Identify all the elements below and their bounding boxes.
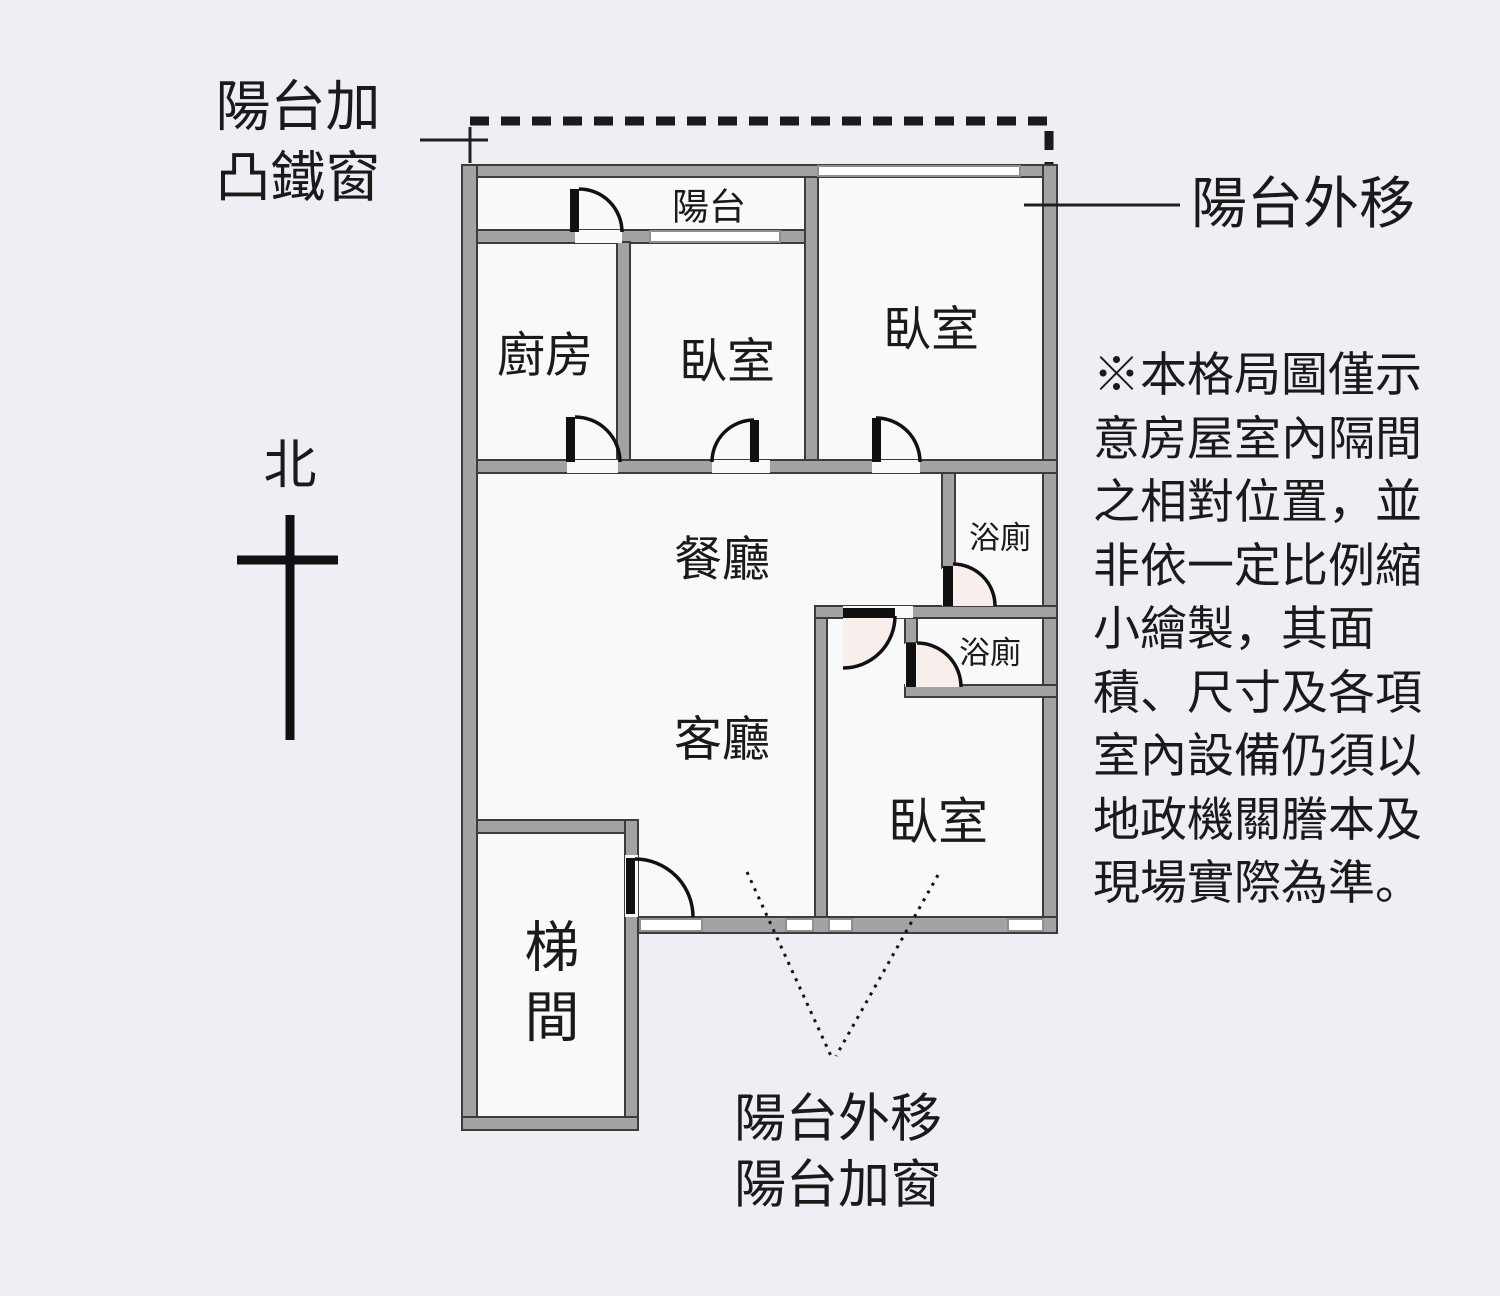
- room-label-bedroom-bottom: 臥室: [888, 794, 988, 850]
- north-label: 北: [264, 437, 317, 495]
- room-label-dining: 餐廳: [674, 534, 770, 587]
- door-arc-bath-lower: [916, 641, 963, 688]
- door-gap-kitchen: [567, 460, 618, 473]
- annotation-bottom-line1: 陽台外移: [734, 1092, 942, 1149]
- door-gap-balcony: [575, 230, 622, 243]
- room-label-living: 客廳: [674, 714, 770, 767]
- door-leaf-bedroom-middle: [750, 420, 759, 462]
- building-footprint: [462, 165, 1057, 1130]
- window-bottom-left: [639, 918, 703, 932]
- door-arc-balcony: [578, 187, 624, 233]
- wall-segment-left: [461, 164, 478, 1131]
- annotation-top-left-line2: 凸鐵窗: [215, 148, 380, 209]
- leader-bottom-v-right: [834, 874, 940, 1057]
- door-swing-bath-lower: [917, 643, 961, 687]
- wall-segment-bath-upper-left: [941, 472, 956, 569]
- door-leaves: [566, 189, 953, 914]
- wall-segment-living-bedroom-divider: [814, 617, 828, 918]
- wall-segment-bath-lower-bottom: [904, 684, 1058, 698]
- door-arc-bath-upper: [952, 562, 997, 607]
- windows: [639, 165, 1044, 932]
- room-label-bath-upper: 浴廁: [969, 521, 1031, 556]
- wall-segment-bedroom-right-divider: [804, 176, 819, 474]
- door-leaf-balcony: [570, 189, 579, 232]
- door-leaf-bedroom-bottom: [843, 608, 895, 618]
- door-swing-bath-upper: [953, 564, 995, 606]
- door-swings: [843, 564, 995, 687]
- room-labels: 陽台 廚房 臥室 臥室 餐廳 浴廁 浴廁 客廳 臥室 梯 間: [497, 187, 1031, 1049]
- wall-segment-stairwell-top: [476, 819, 639, 834]
- annotation-bottom-line2: 陽台加窗: [734, 1158, 942, 1215]
- room-label-kitchen: 廚房: [497, 330, 593, 383]
- window-top: [817, 165, 1021, 177]
- door-gap-bedroom-middle: [712, 460, 770, 473]
- door-leaf-bath-lower: [906, 643, 916, 687]
- room-label-bedroom-top-right: 臥室: [883, 304, 979, 357]
- window-bottom-mid-b: [828, 918, 853, 932]
- room-label-bedroom-top-middle: 臥室: [679, 336, 775, 389]
- leader-bottom-v-left: [745, 871, 833, 1057]
- disclaimer-line: 積、尺寸及各項: [1093, 668, 1422, 720]
- annotation-lines: [420, 127, 1180, 1057]
- wall-segment-right: [1042, 164, 1058, 934]
- door-swing-bedroom-bottom: [843, 616, 895, 668]
- room-label-balcony: 陽台: [672, 187, 746, 229]
- disclaimer-line: 地政機關謄本及: [1093, 795, 1422, 847]
- disclaimer-text: ※本格局圖僅示 意房屋室內隔間 之相對位置，並 非依一定比例縮 小繪製，其面 積…: [1093, 350, 1422, 910]
- window-bottom-mid-a: [785, 918, 814, 932]
- door-leaf-kitchen: [566, 417, 575, 462]
- room-label-stairwell-2: 間: [524, 988, 579, 1049]
- disclaimer-line: 室內設備仍須以: [1093, 731, 1422, 783]
- main-unit-floor: [462, 165, 1057, 933]
- disclaimer-line: 現場實際為準。: [1093, 858, 1422, 910]
- north-compass: 北: [237, 437, 338, 740]
- door-arc-stairwell: [634, 857, 695, 918]
- room-label-stairwell-1: 梯: [524, 918, 579, 979]
- door-leaf-bath-upper: [943, 566, 953, 606]
- door-arc-kitchen: [574, 415, 622, 463]
- annotation-labels: 陽台加 凸鐵窗 陽台外移 陽台外移 陽台加窗: [215, 77, 1415, 1215]
- annotation-right: 陽台外移: [1191, 174, 1415, 236]
- disclaimer-line: 非依一定比例縮: [1093, 541, 1422, 593]
- disclaimer-line: 小繪製，其面: [1093, 604, 1375, 656]
- door-arcs: [574, 187, 997, 918]
- window-bottom-right: [1007, 918, 1044, 932]
- window-balcony: [649, 230, 781, 243]
- dashed-balcony-outline: [470, 116, 1054, 164]
- stairwell-floor: [462, 820, 638, 1130]
- disclaimer-line: 之相對位置，並: [1093, 477, 1422, 529]
- wall-segment-kitchen-divider: [616, 241, 631, 468]
- disclaimer-line: 意房屋室內隔間: [1093, 414, 1422, 466]
- door-gap-bedroom-right: [872, 460, 920, 473]
- door-arc-bedroom-bottom: [842, 615, 897, 670]
- door-arc-bedroom-middle: [710, 418, 755, 463]
- door-arc-bedroom-right: [875, 416, 922, 463]
- door-leaf-stairwell: [626, 858, 635, 914]
- annotation-top-left-line1: 陽台加: [215, 77, 380, 138]
- door-leaf-bedroom-right: [872, 418, 881, 462]
- room-label-bath-lower: 浴廁: [959, 636, 1021, 671]
- wall-segment-bath-lower-left: [904, 617, 918, 644]
- disclaimer-line: ※本格局圖僅示: [1093, 350, 1422, 402]
- wall-segment-stairwell-bottom: [461, 1116, 639, 1131]
